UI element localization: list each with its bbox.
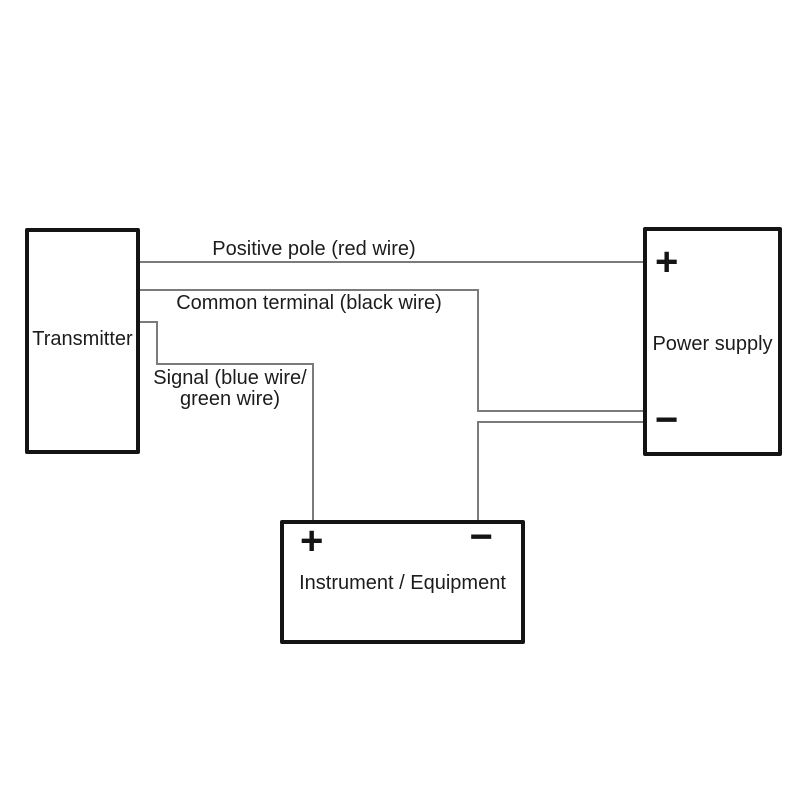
signal-wire-segment-1 [140, 321, 158, 323]
power-supply-plus-terminal: + [655, 240, 679, 284]
common-wire-segment-1 [140, 289, 479, 291]
power-supply-minus-terminal: − [655, 398, 679, 442]
positive-wire [140, 261, 643, 263]
signal-wire-segment-2 [156, 321, 158, 365]
power-to-instrument-wire-segment-2 [477, 421, 479, 521]
power-to-instrument-wire-segment-1 [477, 421, 643, 423]
positive-wire-label: Positive pole (red wire) [212, 238, 416, 260]
instrument-plus-terminal: + [300, 519, 324, 563]
power-supply-box: + − Power supply [643, 227, 782, 456]
instrument-label: Instrument / Equipment [299, 572, 506, 594]
common-wire-label: Common terminal (black wire) [176, 292, 442, 314]
instrument-box: + − Instrument / Equipment [280, 515, 525, 644]
transmitter-label: Transmitter [32, 328, 133, 350]
signal-wire-segment-3 [156, 363, 314, 365]
common-wire-segment-3 [477, 410, 643, 412]
signal-wire-segment-4 [312, 363, 314, 521]
signal-wire-label: Signal (blue wire/ green wire) [130, 368, 330, 410]
instrument-minus-terminal: − [469, 515, 493, 559]
common-wire-segment-2 [477, 289, 479, 412]
power-supply-label: Power supply [652, 333, 773, 355]
signal-wire-label-line1: Signal (blue wire/ [153, 367, 307, 389]
transmitter-box: Transmitter [25, 228, 140, 454]
signal-wire-label-line2: green wire) [179, 388, 281, 410]
